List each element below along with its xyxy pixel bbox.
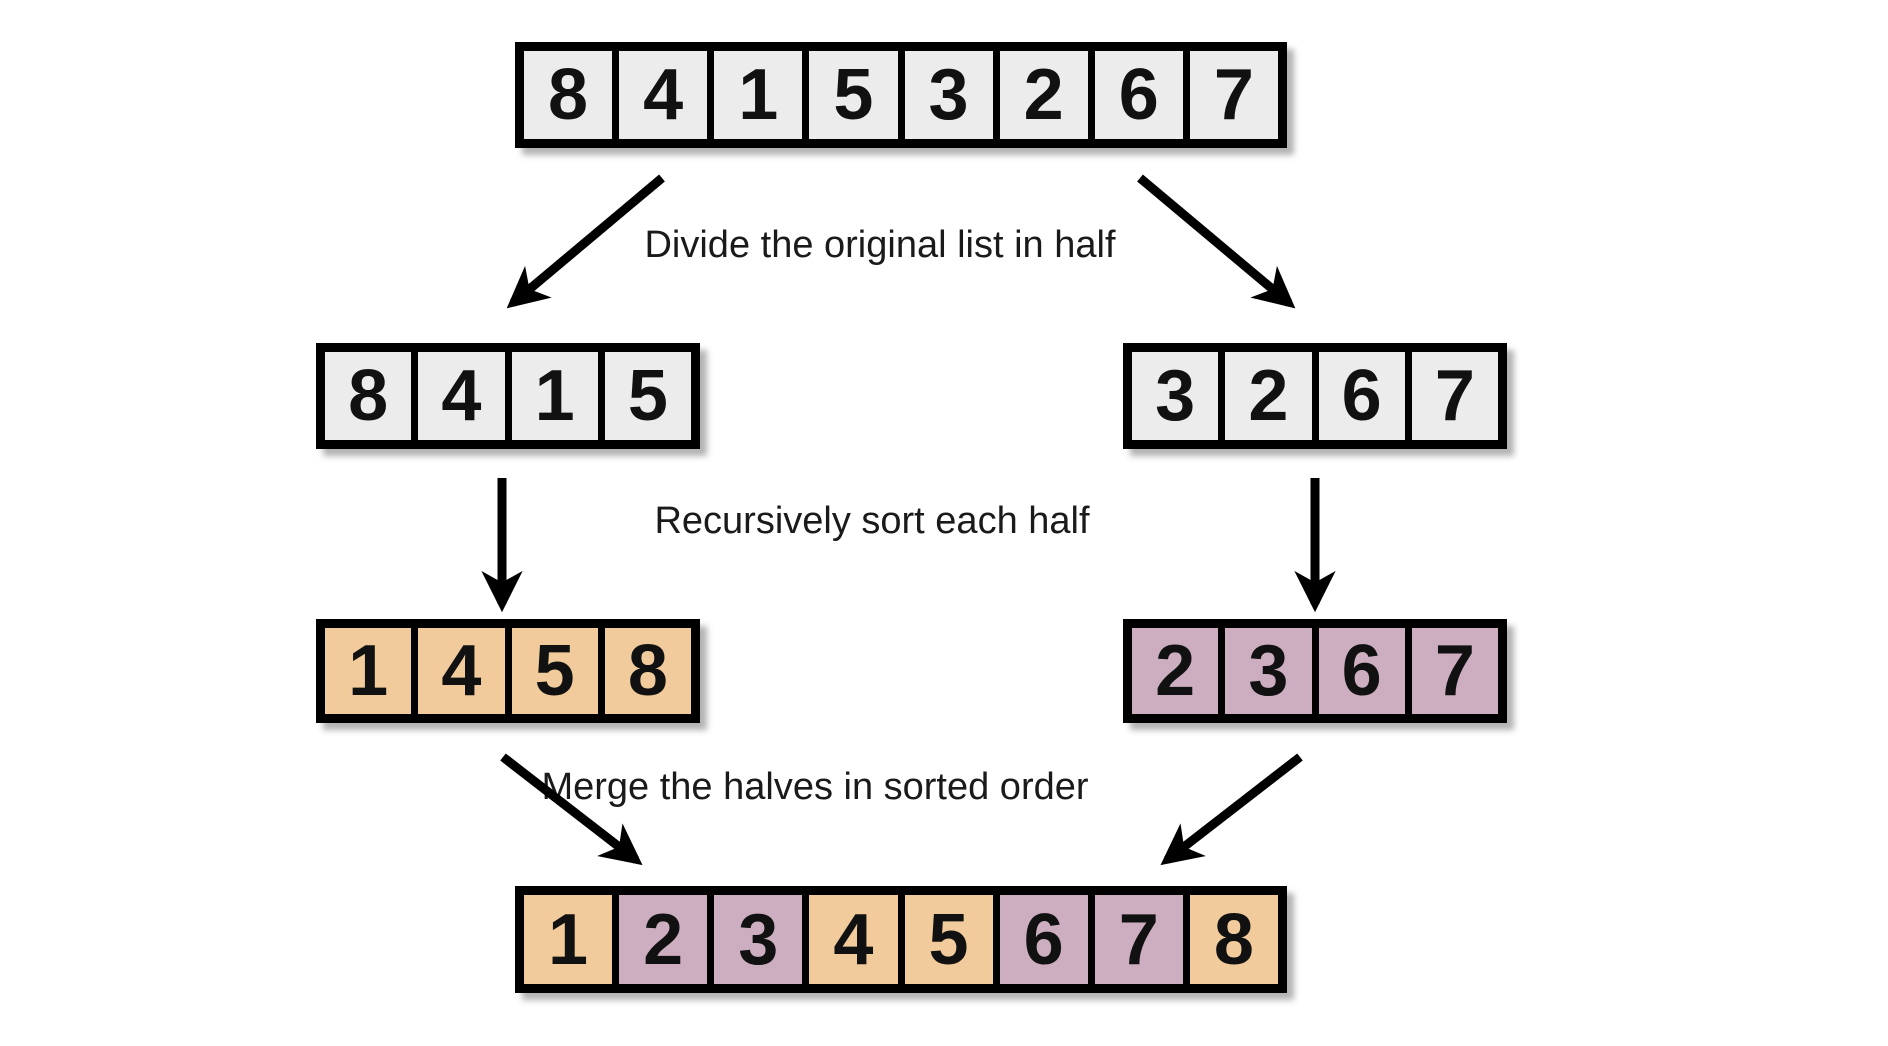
array-left-half: 8 4 1 5 (316, 343, 700, 449)
array-cell: 8 (524, 51, 613, 139)
array-cell: 8 (1182, 895, 1278, 984)
array-cell: 1 (707, 51, 803, 139)
caption-merge: Merge the halves in sorted order (541, 766, 1089, 808)
array-cell: 5 (897, 895, 993, 984)
array-cell: 7 (1087, 895, 1183, 984)
array-cell: 3 (1132, 352, 1219, 440)
array-cell: 1 (524, 895, 613, 984)
array-cell: 2 (992, 51, 1088, 139)
array-cell: 2 (1218, 352, 1312, 440)
array-cell: 1 (504, 352, 598, 440)
array-original: 8 4 1 5 3 2 6 7 (515, 42, 1287, 148)
array-cell: 5 (504, 628, 598, 714)
array-cell: 2 (612, 895, 708, 984)
array-cell: 7 (1182, 51, 1278, 139)
array-left-sorted: 1 4 5 8 (316, 619, 700, 723)
array-cell: 4 (802, 895, 898, 984)
array-cell: 5 (802, 51, 898, 139)
array-cell: 1 (325, 628, 412, 714)
array-merged: 1 2 3 4 5 6 7 8 (515, 886, 1287, 993)
array-cell: 6 (1087, 51, 1183, 139)
array-cell: 6 (992, 895, 1088, 984)
array-cell: 4 (411, 352, 505, 440)
array-cell: 4 (411, 628, 505, 714)
array-cell: 8 (597, 628, 691, 714)
array-cell: 8 (325, 352, 412, 440)
array-cell: 3 (707, 895, 803, 984)
array-cell: 6 (1311, 628, 1405, 714)
array-cell: 7 (1404, 352, 1498, 440)
array-cell: 4 (612, 51, 708, 139)
array-cell: 7 (1404, 628, 1498, 714)
array-cell: 6 (1311, 352, 1405, 440)
array-cell: 2 (1132, 628, 1219, 714)
array-right-half: 3 2 6 7 (1123, 343, 1507, 449)
array-cell: 5 (597, 352, 691, 440)
caption-divide: Divide the original list in half (644, 224, 1116, 266)
array-cell: 3 (1218, 628, 1312, 714)
array-right-sorted: 2 3 6 7 (1123, 619, 1507, 723)
array-cell: 3 (897, 51, 993, 139)
caption-sort: Recursively sort each half (654, 500, 1090, 542)
